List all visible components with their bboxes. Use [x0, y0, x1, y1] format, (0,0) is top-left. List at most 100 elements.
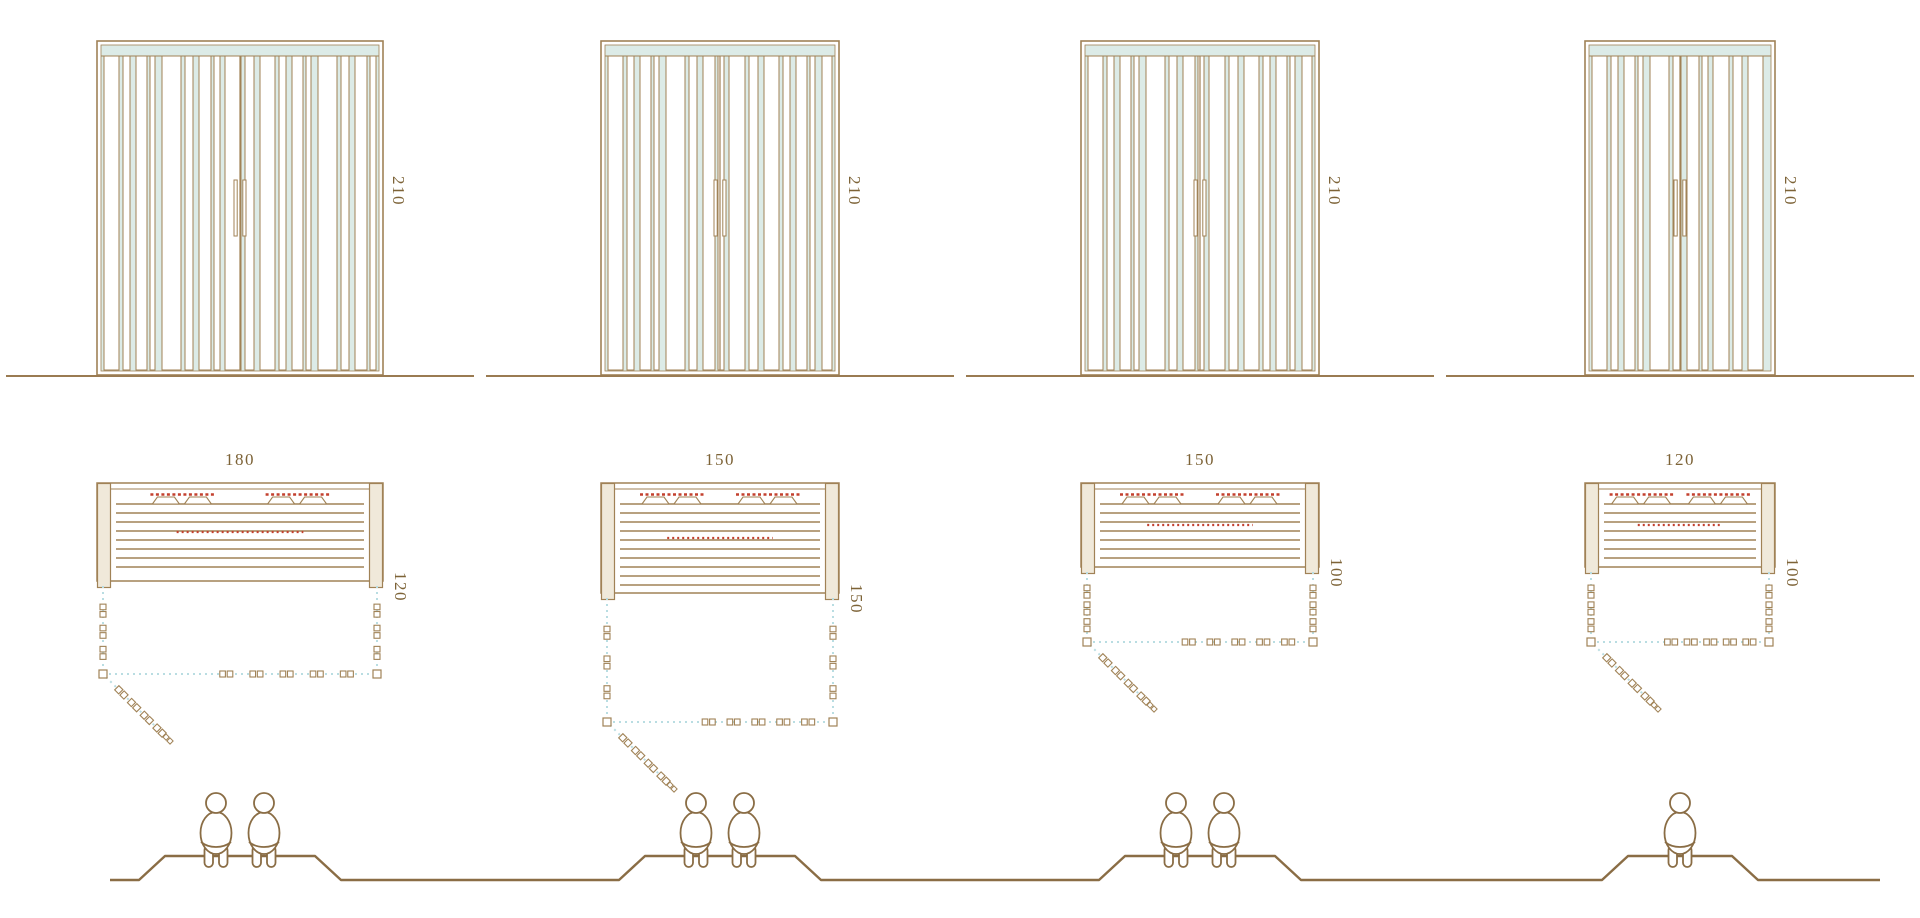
heater-icon	[736, 493, 800, 505]
wood-slat	[607, 55, 624, 371]
model-column: 210 150 100	[960, 0, 1440, 918]
side-wall	[368, 482, 384, 589]
door-handle-icon	[1673, 179, 1678, 237]
door-leaf-icon	[309, 670, 324, 678]
heater-icon	[265, 493, 330, 505]
wood-slat	[702, 55, 716, 371]
door-handle-icon	[713, 179, 718, 237]
side-wall	[96, 482, 112, 589]
door-leaf-icon	[126, 697, 142, 713]
wood-slat	[1301, 55, 1313, 371]
floor-plan-drawing	[600, 482, 840, 793]
door-leaf-icon	[1110, 665, 1126, 681]
wood-slat	[782, 55, 791, 371]
width-dimension-label: 150	[1185, 450, 1215, 469]
depth-dimension-label: 100	[1327, 558, 1346, 588]
door-leaf-icon	[801, 718, 816, 726]
floor-plan-drawing	[96, 482, 384, 745]
side-wall	[1584, 482, 1600, 575]
side-wall	[1304, 482, 1320, 575]
wood-slat	[184, 55, 194, 371]
wood-slat	[1686, 55, 1700, 371]
person-icon	[1207, 792, 1241, 868]
door-leaf-icon	[1683, 638, 1698, 646]
person-icon	[247, 792, 281, 868]
door-leaf-icon	[701, 718, 716, 726]
door-leaf-icon	[1765, 601, 1773, 616]
door-leaf-icon	[643, 758, 659, 774]
person-icon	[727, 792, 761, 868]
door-leaf-icon	[603, 625, 611, 640]
person-icon	[1663, 792, 1697, 868]
front-elevation-drawing	[1080, 40, 1320, 376]
door-leaf-icon	[630, 745, 646, 761]
door-swing-diagram	[1082, 572, 1318, 713]
door-leaf-icon	[1587, 618, 1595, 633]
elevation-ground-line	[966, 375, 1434, 377]
side-wall	[1080, 482, 1096, 575]
person-icon	[679, 792, 713, 868]
door-leaf-icon	[1309, 601, 1317, 616]
front-elevation-drawing	[1584, 40, 1776, 376]
wood-slat	[639, 55, 652, 371]
door-leaf-icon	[1309, 618, 1317, 633]
door-leaf-icon	[776, 718, 791, 726]
door-post-icon	[1764, 637, 1774, 647]
wood-slat	[1168, 55, 1178, 371]
capacity-row-drawing	[110, 792, 1880, 882]
width-dimension-label: 180	[225, 450, 255, 469]
depth-dimension-label: 120	[391, 572, 410, 602]
wood-slat	[1747, 55, 1764, 371]
door-leaf-icon	[1309, 584, 1317, 599]
wood-slat	[1182, 55, 1196, 371]
door-leaf-icon	[1765, 618, 1773, 633]
wood-slat	[224, 55, 242, 371]
door-leaf-icon	[1664, 638, 1679, 646]
depth-dimension-label: 100	[1783, 558, 1802, 588]
wood-slat	[369, 55, 377, 371]
door-leaf-icon	[1742, 638, 1757, 646]
door-handle-icon	[242, 179, 247, 237]
door-leaf-icon	[279, 670, 294, 678]
door-post-icon	[1308, 637, 1318, 647]
front-elevation-drawing	[600, 40, 840, 376]
side-wall	[1760, 482, 1776, 575]
wood-slat	[161, 55, 182, 371]
wood-slat	[1732, 55, 1743, 371]
door-leaf-icon	[373, 603, 381, 618]
door-leaf-icon	[99, 624, 107, 639]
door-leaf-icon	[1123, 678, 1139, 694]
door-leaf-icon	[1136, 691, 1152, 707]
wood-slat	[1228, 55, 1239, 371]
door-post-icon	[602, 717, 612, 727]
heater-icon	[1686, 493, 1751, 505]
door-post-icon	[372, 669, 382, 679]
model-column: 210 180 120	[0, 0, 480, 918]
door-leaf-icon	[1181, 638, 1196, 646]
door-leaf-icon	[1587, 601, 1595, 616]
door-leaf-icon	[1206, 638, 1221, 646]
height-dimension-label: 210	[389, 176, 408, 206]
door-leaf-icon	[726, 718, 741, 726]
width-dimension-label: 120	[1665, 450, 1695, 469]
wood-slat	[795, 55, 808, 371]
wood-slat	[626, 55, 635, 371]
door-leaf-icon	[249, 670, 264, 678]
door-leaf-icon	[1097, 652, 1113, 668]
door-leaf-icon	[219, 670, 234, 678]
wood-slat	[1106, 55, 1115, 371]
door-leaf-icon	[1640, 691, 1656, 707]
wood-slat	[1275, 55, 1288, 371]
door-leaf-icon	[373, 645, 381, 660]
elevation-ground-line	[486, 375, 954, 377]
door-leaf-icon	[1281, 638, 1296, 646]
door-handle-icon	[233, 179, 238, 237]
door-leaf-icon	[1256, 638, 1271, 646]
height-dimension-label: 210	[1781, 176, 1800, 206]
floor-plan-drawing	[1080, 482, 1320, 713]
front-elevation-drawing	[96, 40, 384, 376]
door-leaf-icon	[829, 685, 837, 700]
wood-slat	[1262, 55, 1271, 371]
wood-slat	[1243, 55, 1260, 371]
